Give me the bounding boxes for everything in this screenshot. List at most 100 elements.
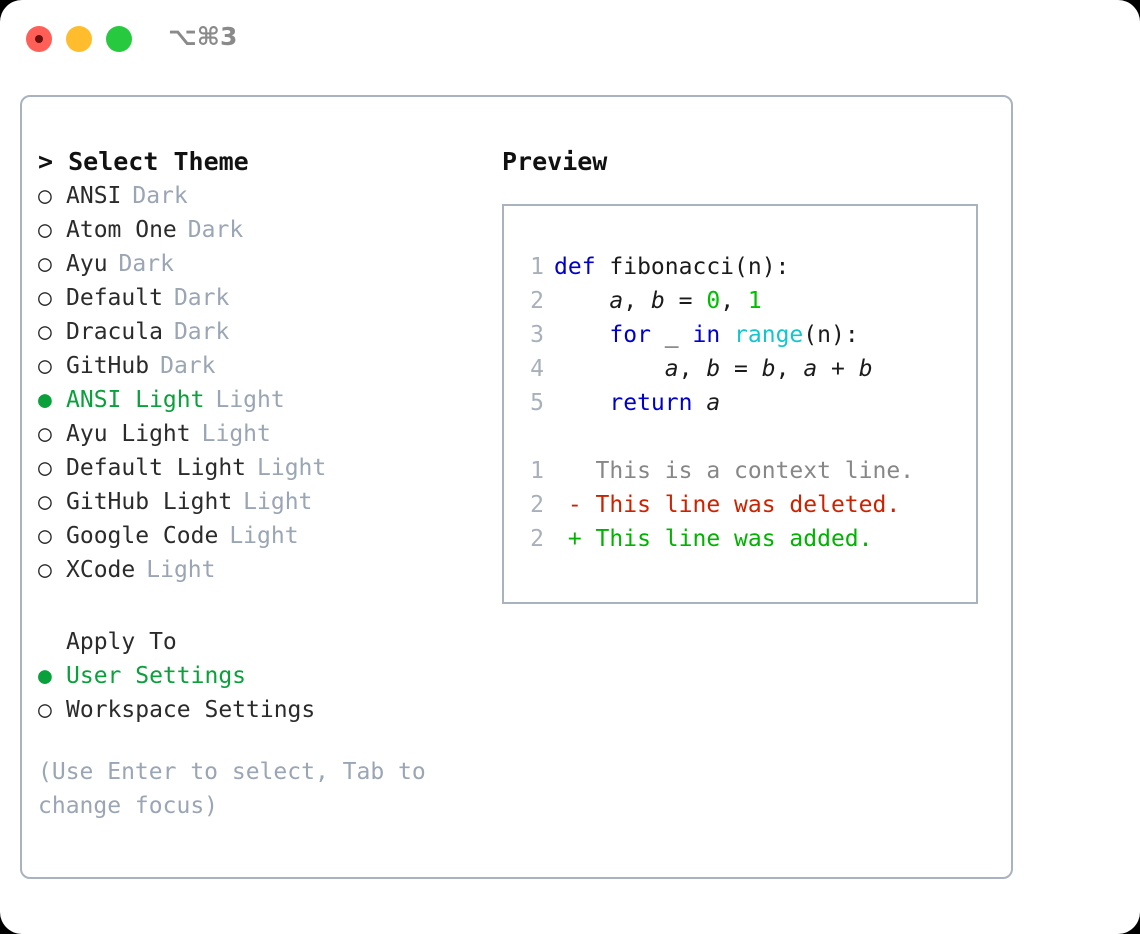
theme-name: Default (66, 285, 163, 311)
theme-variant-label: Dark (118, 251, 174, 277)
code-token: def (554, 254, 610, 280)
line-number: 5 (530, 390, 544, 416)
theme-option[interactable]: ○ XCode Light (38, 553, 488, 587)
code-line: 1 def fibonacci(n): (518, 250, 972, 284)
radio-unselected-icon: ○ (38, 251, 52, 277)
code-token: a (803, 356, 818, 382)
radio-unselected-icon: ○ (38, 455, 52, 481)
radio-unselected-icon: ○ (38, 319, 52, 345)
code-token: = (664, 288, 707, 314)
code-token (554, 390, 609, 416)
radio-unselected-icon: ○ (38, 697, 52, 723)
diff-line: 1 This is a context line. (518, 454, 972, 488)
theme-option[interactable]: ○ Atom One Dark (38, 213, 488, 247)
theme-variant-label: Light (243, 489, 313, 515)
diff-delete-text: - This line was deleted. (554, 492, 901, 518)
spacer (518, 420, 972, 454)
code-line: 3 for _ in range(n): (518, 318, 972, 352)
theme-variant-label: Light (146, 557, 216, 583)
code-token: a (706, 390, 721, 416)
minimize-button[interactable] (66, 26, 92, 52)
zoom-button[interactable] (106, 26, 132, 52)
theme-name: Default Light (66, 455, 247, 481)
code-token: , (678, 356, 707, 382)
code-token (554, 356, 665, 382)
theme-variant-label: Light (201, 421, 271, 447)
line-number: 1 (530, 254, 544, 280)
apply-to-option[interactable]: ○ Workspace Settings (38, 693, 488, 727)
code-token: , (720, 288, 748, 314)
theme-variant-label: Dark (187, 217, 244, 243)
radio-unselected-icon: ○ (38, 489, 52, 515)
radio-unselected-icon: ○ (38, 217, 52, 243)
code-line: 4 a, b = b, a + b (518, 352, 972, 386)
code-token: b (761, 356, 776, 382)
theme-name: Ayu (66, 251, 108, 277)
radio-unselected-icon: ○ (38, 557, 52, 583)
code-token: b (858, 356, 873, 382)
window-controls (26, 26, 132, 52)
code-token: for (609, 322, 651, 348)
radio-unselected-icon: ○ (38, 421, 52, 447)
apply-to-name: Workspace Settings (66, 697, 316, 723)
theme-name: Dracula (66, 319, 163, 345)
line-number: 4 (530, 356, 544, 382)
radio-unselected-icon: ○ (38, 353, 52, 379)
code-token: 1 (747, 288, 762, 314)
theme-name: Atom One (66, 217, 177, 243)
spacer (38, 587, 488, 625)
code-token: + (817, 356, 859, 382)
code-token (554, 288, 609, 314)
code-token: in (692, 322, 721, 348)
page-title: > Select Theme (38, 147, 249, 176)
code-token (554, 322, 609, 348)
theme-name: Ayu Light (66, 421, 191, 447)
radio-selected-icon: ● (38, 663, 52, 689)
code-token (720, 322, 734, 348)
theme-name: ANSI Light (66, 387, 205, 413)
code-token: , (623, 288, 651, 314)
code-token: b (650, 288, 665, 314)
title-bar: ⌥⌘3 (0, 0, 1140, 78)
diff-context-text: This is a context line. (554, 458, 915, 484)
keyboard-hint-text: (Use Enter to select, Tab to change focu… (38, 759, 426, 819)
theme-variant-label: Dark (132, 183, 188, 209)
apply-to-list: ●User Settings ○ Workspace Settings (38, 659, 488, 727)
theme-option[interactable]: ○ Ayu Light Light (38, 417, 488, 451)
code-line: 5 return a (518, 386, 972, 420)
radio-unselected-icon: ○ (38, 285, 52, 311)
line-number: 3 (530, 322, 544, 348)
theme-name: XCode (66, 557, 136, 583)
radio-selected-icon: ● (38, 387, 52, 413)
code-token: return (609, 390, 693, 416)
diff-sample: 1 This is a context line.2 - This line w… (518, 454, 972, 556)
code-token: range (734, 322, 804, 348)
code-token: fibonacci(n): (609, 254, 790, 280)
apply-to-option[interactable]: ●User Settings (38, 659, 488, 693)
diff-line: 2 - This line was deleted. (518, 488, 972, 522)
line-number: 1 (530, 458, 544, 484)
line-number: 2 (530, 492, 544, 518)
theme-option[interactable]: ○ Dracula Dark (38, 315, 488, 349)
theme-variant-label: Dark (160, 353, 216, 379)
code-token (692, 390, 706, 416)
code-token: , (775, 356, 804, 382)
radio-unselected-icon: ○ (38, 523, 52, 549)
close-button[interactable] (26, 26, 52, 52)
diff-add-text: + This line was added. (554, 526, 873, 552)
code-token: (n): (803, 322, 859, 348)
theme-variant-label: Dark (173, 319, 230, 345)
code-token: a (609, 288, 624, 314)
theme-option[interactable]: ○ Ayu Dark (38, 247, 488, 281)
code-token: b (706, 356, 721, 382)
